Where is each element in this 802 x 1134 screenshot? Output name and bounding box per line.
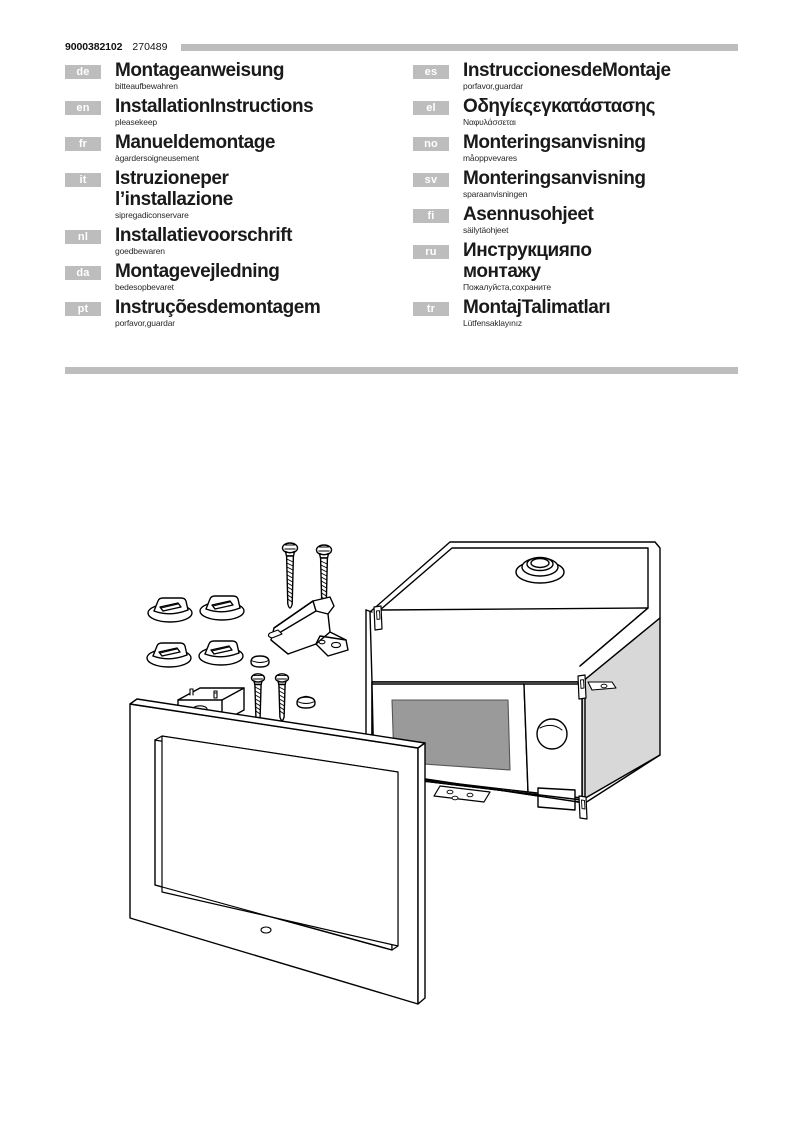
language-subtitle-en: pleasekeep [115, 117, 157, 127]
language-entry-el: el Οδηγίεςεγκατάστασης Ναφυλάσσεται [413, 96, 753, 131]
language-entry-nl: nl Installatievoorschrift goedbewaren [65, 225, 415, 260]
language-subtitle-da: bedesopbevaret [115, 282, 174, 292]
document-revision: 270489 [132, 41, 168, 53]
language-badge-pt: pt [65, 302, 101, 316]
language-badge-de: de [65, 65, 101, 79]
language-badge-nl: nl [65, 230, 101, 244]
language-title-es: InstruccionesdeMontaje [463, 60, 671, 81]
language-subtitle-nl: goedbewaren [115, 246, 165, 256]
language-title-da: Montagevejledning [115, 261, 280, 282]
language-entry-it: it Istruzioneper l’installazione siprega… [65, 168, 415, 224]
language-title-no: Monteringsanvisning [463, 132, 646, 153]
language-entry-pt: pt Instruçõesdemontagem porfavor,guardar [65, 297, 415, 332]
language-subtitle-no: måoppvevares [463, 153, 517, 163]
footer-rule [65, 367, 738, 374]
language-title-tr: MontajTalimatları [463, 297, 611, 318]
language-title-ru: Инструкцияпо монтажу [463, 240, 592, 282]
language-badge-it: it [65, 173, 101, 187]
language-subtitle-el: Ναφυλάσσεται [463, 117, 516, 127]
installation-illustration [0, 500, 802, 1060]
header-rule [181, 43, 738, 51]
language-entry-tr: tr MontajTalimatları Lütfensaklayınız [413, 297, 753, 332]
language-title-de: Montageanweisung [115, 60, 285, 81]
cover-cap-icon [250, 655, 316, 709]
language-subtitle-fi: säilytäohjeet [463, 225, 509, 235]
language-title-nl: Installatievoorschrift [115, 225, 292, 246]
exploded-view-drawing [129, 541, 661, 1005]
long-screw-icon [281, 542, 333, 611]
language-badge-en: en [65, 101, 101, 115]
language-badge-sv: sv [413, 173, 449, 187]
short-screw-icon [250, 673, 290, 722]
language-entry-en: en InstallationInstructions pleasekeep [65, 96, 415, 131]
spacer-foot-icon [146, 595, 245, 668]
language-subtitle-pt: porfavor,guardar [115, 318, 175, 328]
language-entry-ru: ru Инструкцияпо монтажу Пожалуйста,сохра… [413, 240, 753, 296]
language-entry-da: da Montagevejledning bedesopbevaret [65, 261, 415, 296]
foot-plate-icon [433, 785, 491, 803]
language-entry-de: de Montageanweisung bitteaufbewahren [65, 60, 415, 95]
trim-frame-icon [129, 698, 426, 1005]
language-title-sv: Monteringsanvisning [463, 168, 646, 189]
language-badge-el: el [413, 101, 449, 115]
language-entry-fr: fr Manueldemontage àgardersoigneusement [65, 132, 415, 167]
language-subtitle-es: porfavor,guardar [463, 81, 523, 91]
language-badge-es: es [413, 65, 449, 79]
language-badge-fi: fi [413, 209, 449, 223]
language-badge-tr: tr [413, 302, 449, 316]
language-title-fi: Asennusohjeet [463, 204, 594, 225]
language-subtitle-sv: sparaanvisningen [463, 189, 528, 199]
language-subtitle-tr: Lütfensaklayınız [463, 318, 523, 328]
language-badge-ru: ru [413, 245, 449, 259]
language-entry-no: no Monteringsanvisning måoppvevares [413, 132, 753, 167]
language-entry-fi: fi Asennusohjeet säilytäohjeet [413, 204, 753, 239]
document-header: 9000382102 270489 [65, 40, 738, 54]
language-entry-es: es InstruccionesdeMontaje porfavor,guard… [413, 60, 753, 95]
language-title-pt: Instruçõesdemontagem [115, 297, 321, 318]
language-subtitle-de: bitteaufbewahren [115, 81, 178, 91]
language-column-right: es InstruccionesdeMontaje porfavor,guard… [413, 60, 753, 333]
language-entry-sv: sv Monteringsanvisning sparaanvisningen [413, 168, 753, 203]
mounting-bracket-icon [267, 596, 349, 657]
language-subtitle-it: sipregadiconservare [115, 210, 189, 220]
language-badge-no: no [413, 137, 449, 151]
language-title-fr: Manueldemontage [115, 132, 276, 153]
language-title-el: Οδηγίεςεγκατάστασης [463, 96, 656, 117]
language-column-left: de Montageanweisung bitteaufbewahren en … [65, 60, 415, 333]
language-badge-da: da [65, 266, 101, 280]
language-title-en: InstallationInstructions [115, 96, 314, 117]
language-subtitle-fr: àgardersoigneusement [115, 153, 199, 163]
language-title-it: Istruzioneper l’installazione [115, 168, 233, 210]
language-badge-fr: fr [65, 137, 101, 151]
document-number: 9000382102 [65, 41, 123, 53]
language-subtitle-ru: Пожалуйста,сохраните [463, 282, 551, 292]
